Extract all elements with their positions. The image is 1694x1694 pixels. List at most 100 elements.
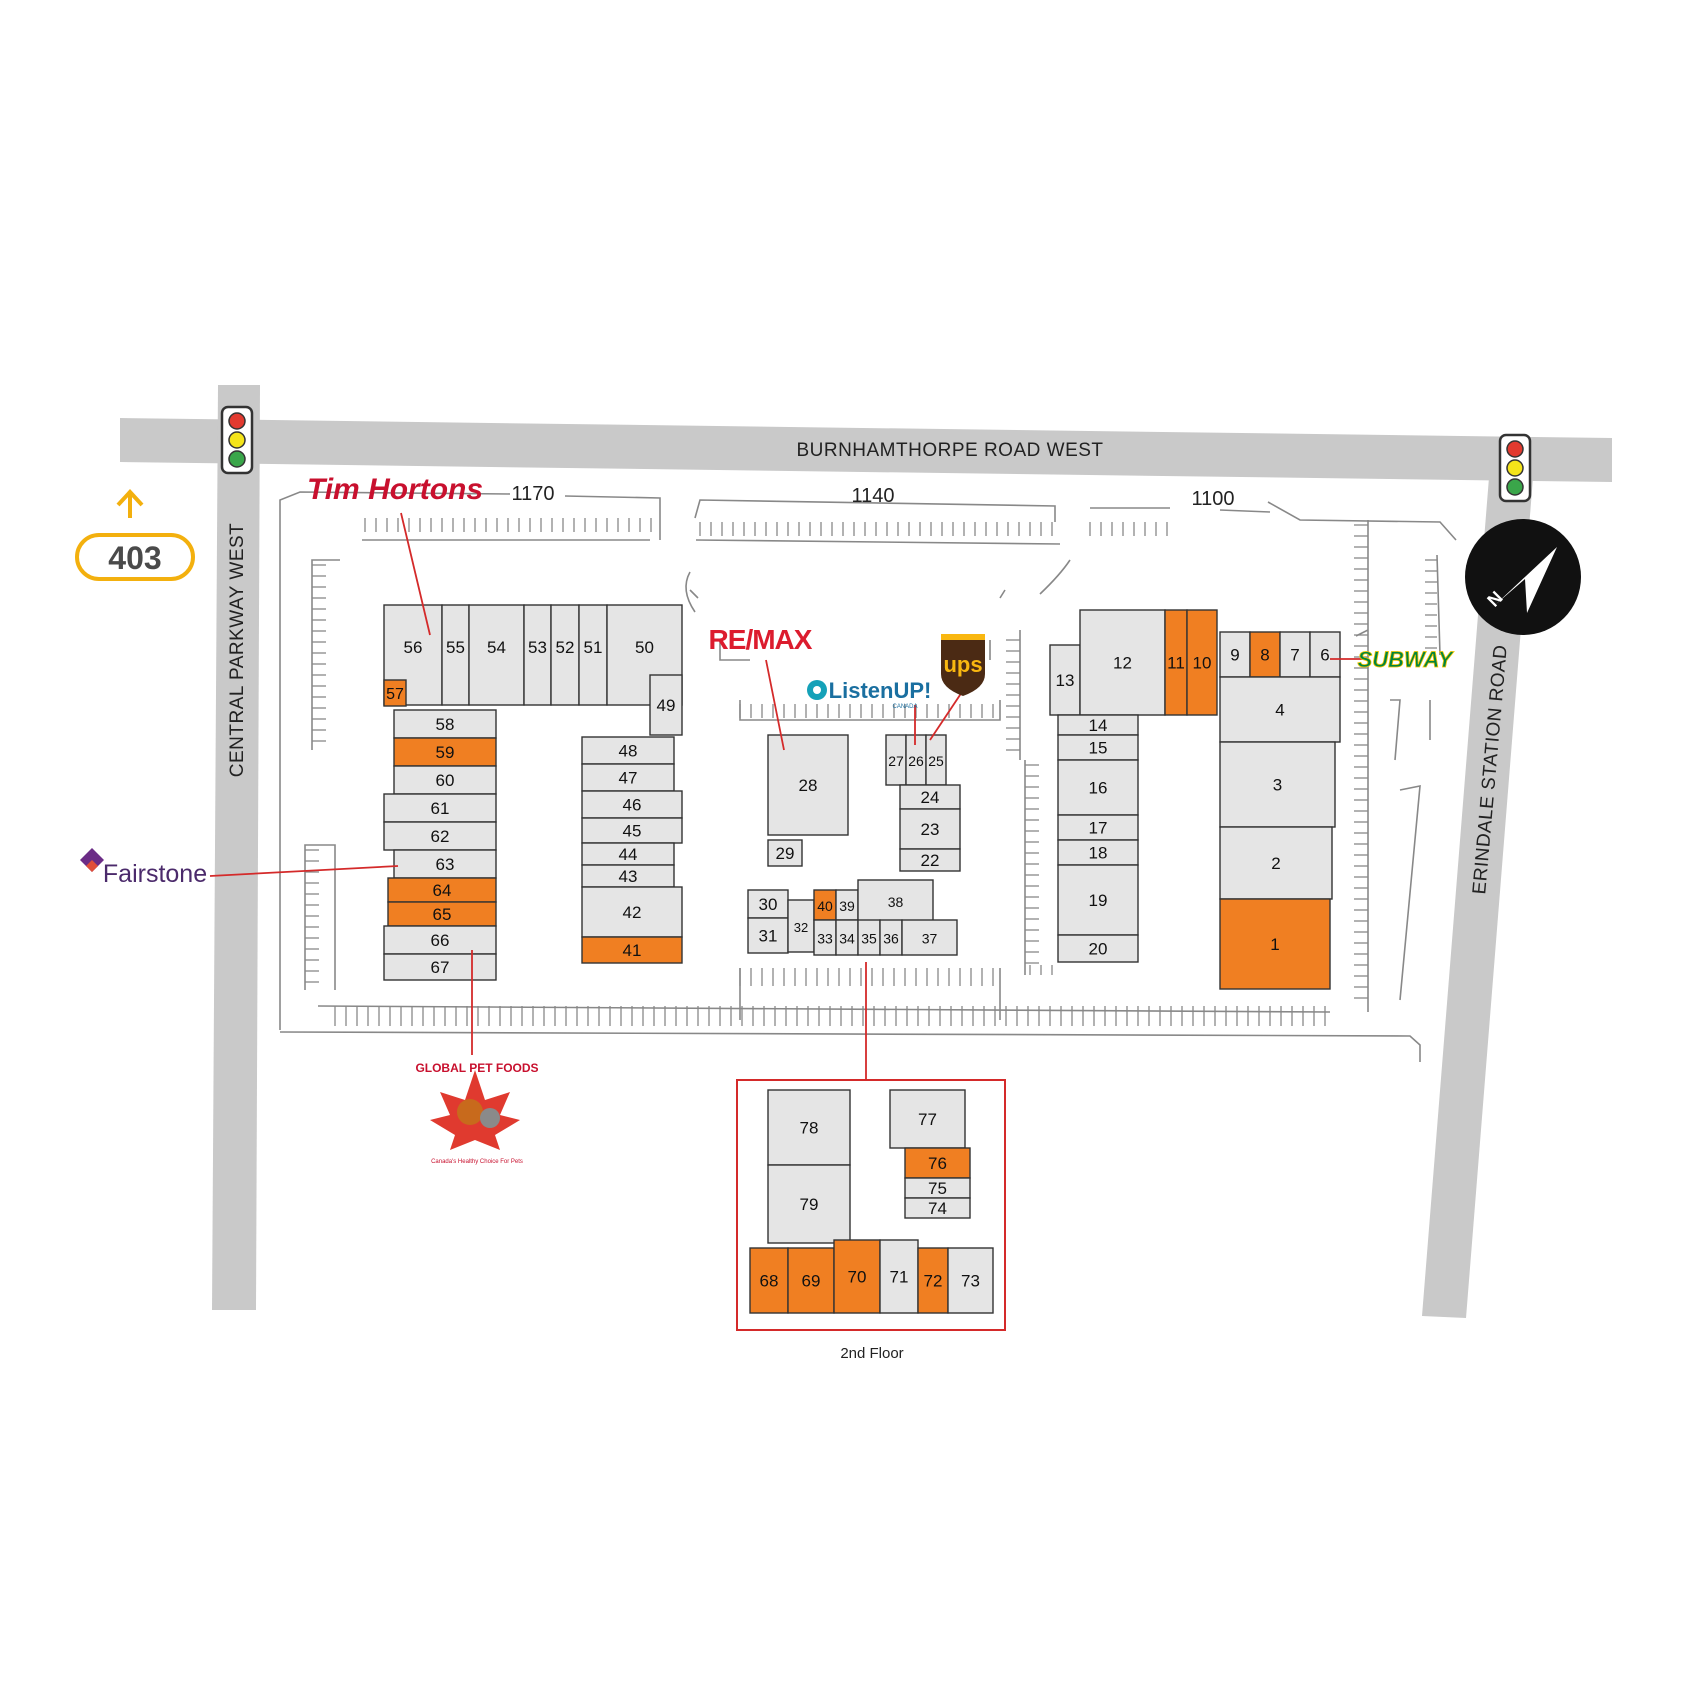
unit-label-17: 17 [1089, 819, 1108, 838]
svg-text:ListenUP!: ListenUP! [829, 678, 932, 703]
unit-46[interactable] [581, 790, 683, 819]
unit-label-47: 47 [619, 769, 638, 788]
unit-73[interactable] [947, 1247, 994, 1314]
unit-71[interactable] [879, 1239, 919, 1314]
unit-label-31: 31 [759, 927, 778, 946]
unit-4[interactable] [1219, 676, 1341, 743]
road-label-west: CENTRAL PARKWAY WEST [227, 523, 248, 778]
listenup-logo: ListenUP! CANADA [807, 678, 931, 710]
unit-62[interactable] [383, 821, 497, 851]
unit-67[interactable] [383, 953, 497, 981]
traffic-light-icon [1498, 433, 1532, 503]
unit-label-75: 75 [928, 1179, 947, 1198]
unit-61[interactable] [383, 793, 497, 823]
unit-label-7: 7 [1290, 646, 1299, 665]
unit-41[interactable] [581, 936, 683, 964]
central-parkway-road [212, 385, 260, 1310]
unit-label-57: 57 [386, 686, 404, 703]
unit-label-58: 58 [436, 715, 455, 734]
unit-label-62: 62 [431, 827, 450, 846]
remax-logo: RE/MAX [709, 624, 813, 655]
unit-78[interactable] [767, 1089, 851, 1166]
address-1100: 1100 [1191, 488, 1234, 510]
address-1140: 1140 [851, 485, 894, 507]
unit-9[interactable] [1219, 631, 1251, 678]
unit-label-69: 69 [802, 1272, 821, 1291]
unit-1[interactable] [1219, 898, 1331, 990]
unit-label-29: 29 [776, 844, 795, 863]
unit-6[interactable] [1309, 631, 1341, 678]
unit-66[interactable] [383, 925, 497, 955]
unit-label-54: 54 [487, 638, 506, 657]
subway-logo: SUBWAY [1358, 647, 1455, 672]
fairstone-logo: Fairstone [80, 848, 207, 888]
callout-lines [209, 512, 1363, 1080]
unit-77[interactable] [889, 1089, 966, 1149]
unit-label-41: 41 [623, 941, 642, 960]
unit-label-35: 35 [861, 931, 877, 947]
unit-2[interactable] [1219, 826, 1333, 900]
unit-label-1: 1 [1270, 935, 1279, 954]
unit-12[interactable] [1079, 609, 1166, 716]
unit-29[interactable] [767, 839, 803, 867]
unit-49[interactable] [649, 674, 683, 736]
unit-label-70: 70 [848, 1268, 867, 1287]
unit-label-71: 71 [890, 1268, 909, 1287]
unit-42[interactable] [581, 886, 683, 938]
unit-label-51: 51 [584, 638, 603, 657]
unit-45[interactable] [581, 817, 683, 844]
svg-text:Canada's Healthy Choice For Pe: Canada's Healthy Choice For Pets [431, 1159, 523, 1165]
tim-hortons-logo: Tim Hortons [307, 473, 483, 506]
unit-22[interactable] [899, 848, 961, 872]
unit-74[interactable] [904, 1197, 971, 1219]
unit-label-15: 15 [1089, 739, 1108, 758]
svg-text:Fairstone: Fairstone [103, 860, 207, 888]
unit-label-24: 24 [921, 788, 940, 807]
unit-70[interactable] [833, 1239, 881, 1314]
unit-16[interactable] [1057, 759, 1139, 816]
svg-text:ups: ups [943, 652, 982, 677]
unit-10[interactable] [1186, 609, 1218, 716]
unit-38[interactable] [857, 879, 934, 923]
unit-48[interactable] [581, 736, 675, 765]
unit-17[interactable] [1057, 814, 1139, 841]
unit-label-72: 72 [924, 1272, 943, 1291]
unit-37[interactable] [901, 919, 958, 956]
unit-label-22: 22 [921, 851, 940, 870]
unit-30[interactable] [747, 889, 789, 919]
unit-label-59: 59 [436, 743, 455, 762]
unit-label-12: 12 [1113, 654, 1132, 673]
unit-label-14: 14 [1089, 716, 1108, 735]
unit-18[interactable] [1057, 839, 1139, 866]
unit-32[interactable] [787, 899, 815, 953]
unit-label-9: 9 [1230, 646, 1239, 665]
second-floor-frame [736, 1079, 1006, 1331]
unit-label-40: 40 [817, 898, 833, 914]
unit-label-30: 30 [759, 895, 778, 914]
unit-64[interactable] [387, 877, 497, 903]
unit-19[interactable] [1057, 864, 1139, 936]
unit-label-49: 49 [657, 696, 676, 715]
unit-58[interactable] [393, 709, 497, 739]
unit-28[interactable] [767, 734, 849, 836]
unit-53[interactable] [523, 604, 552, 706]
unit-57[interactable] [383, 679, 407, 707]
unit-label-3: 3 [1273, 776, 1282, 795]
second-floor-label: 2nd Floor [840, 1345, 903, 1362]
unit-59[interactable] [393, 737, 497, 767]
unit-label-37: 37 [922, 931, 938, 947]
unit-label-64: 64 [433, 881, 452, 900]
unit-20[interactable] [1057, 934, 1139, 963]
unit-label-50: 50 [635, 638, 654, 657]
unit-65[interactable] [387, 901, 497, 927]
unit-47[interactable] [581, 763, 675, 792]
unit-63[interactable] [393, 849, 497, 879]
unit-76[interactable] [904, 1147, 971, 1179]
unit-79[interactable] [767, 1164, 851, 1244]
unit-8[interactable] [1249, 631, 1281, 678]
unit-label-4: 4 [1275, 701, 1284, 720]
unit-68[interactable] [749, 1247, 789, 1314]
unit-label-79: 79 [800, 1195, 819, 1214]
unit-60[interactable] [393, 765, 497, 795]
